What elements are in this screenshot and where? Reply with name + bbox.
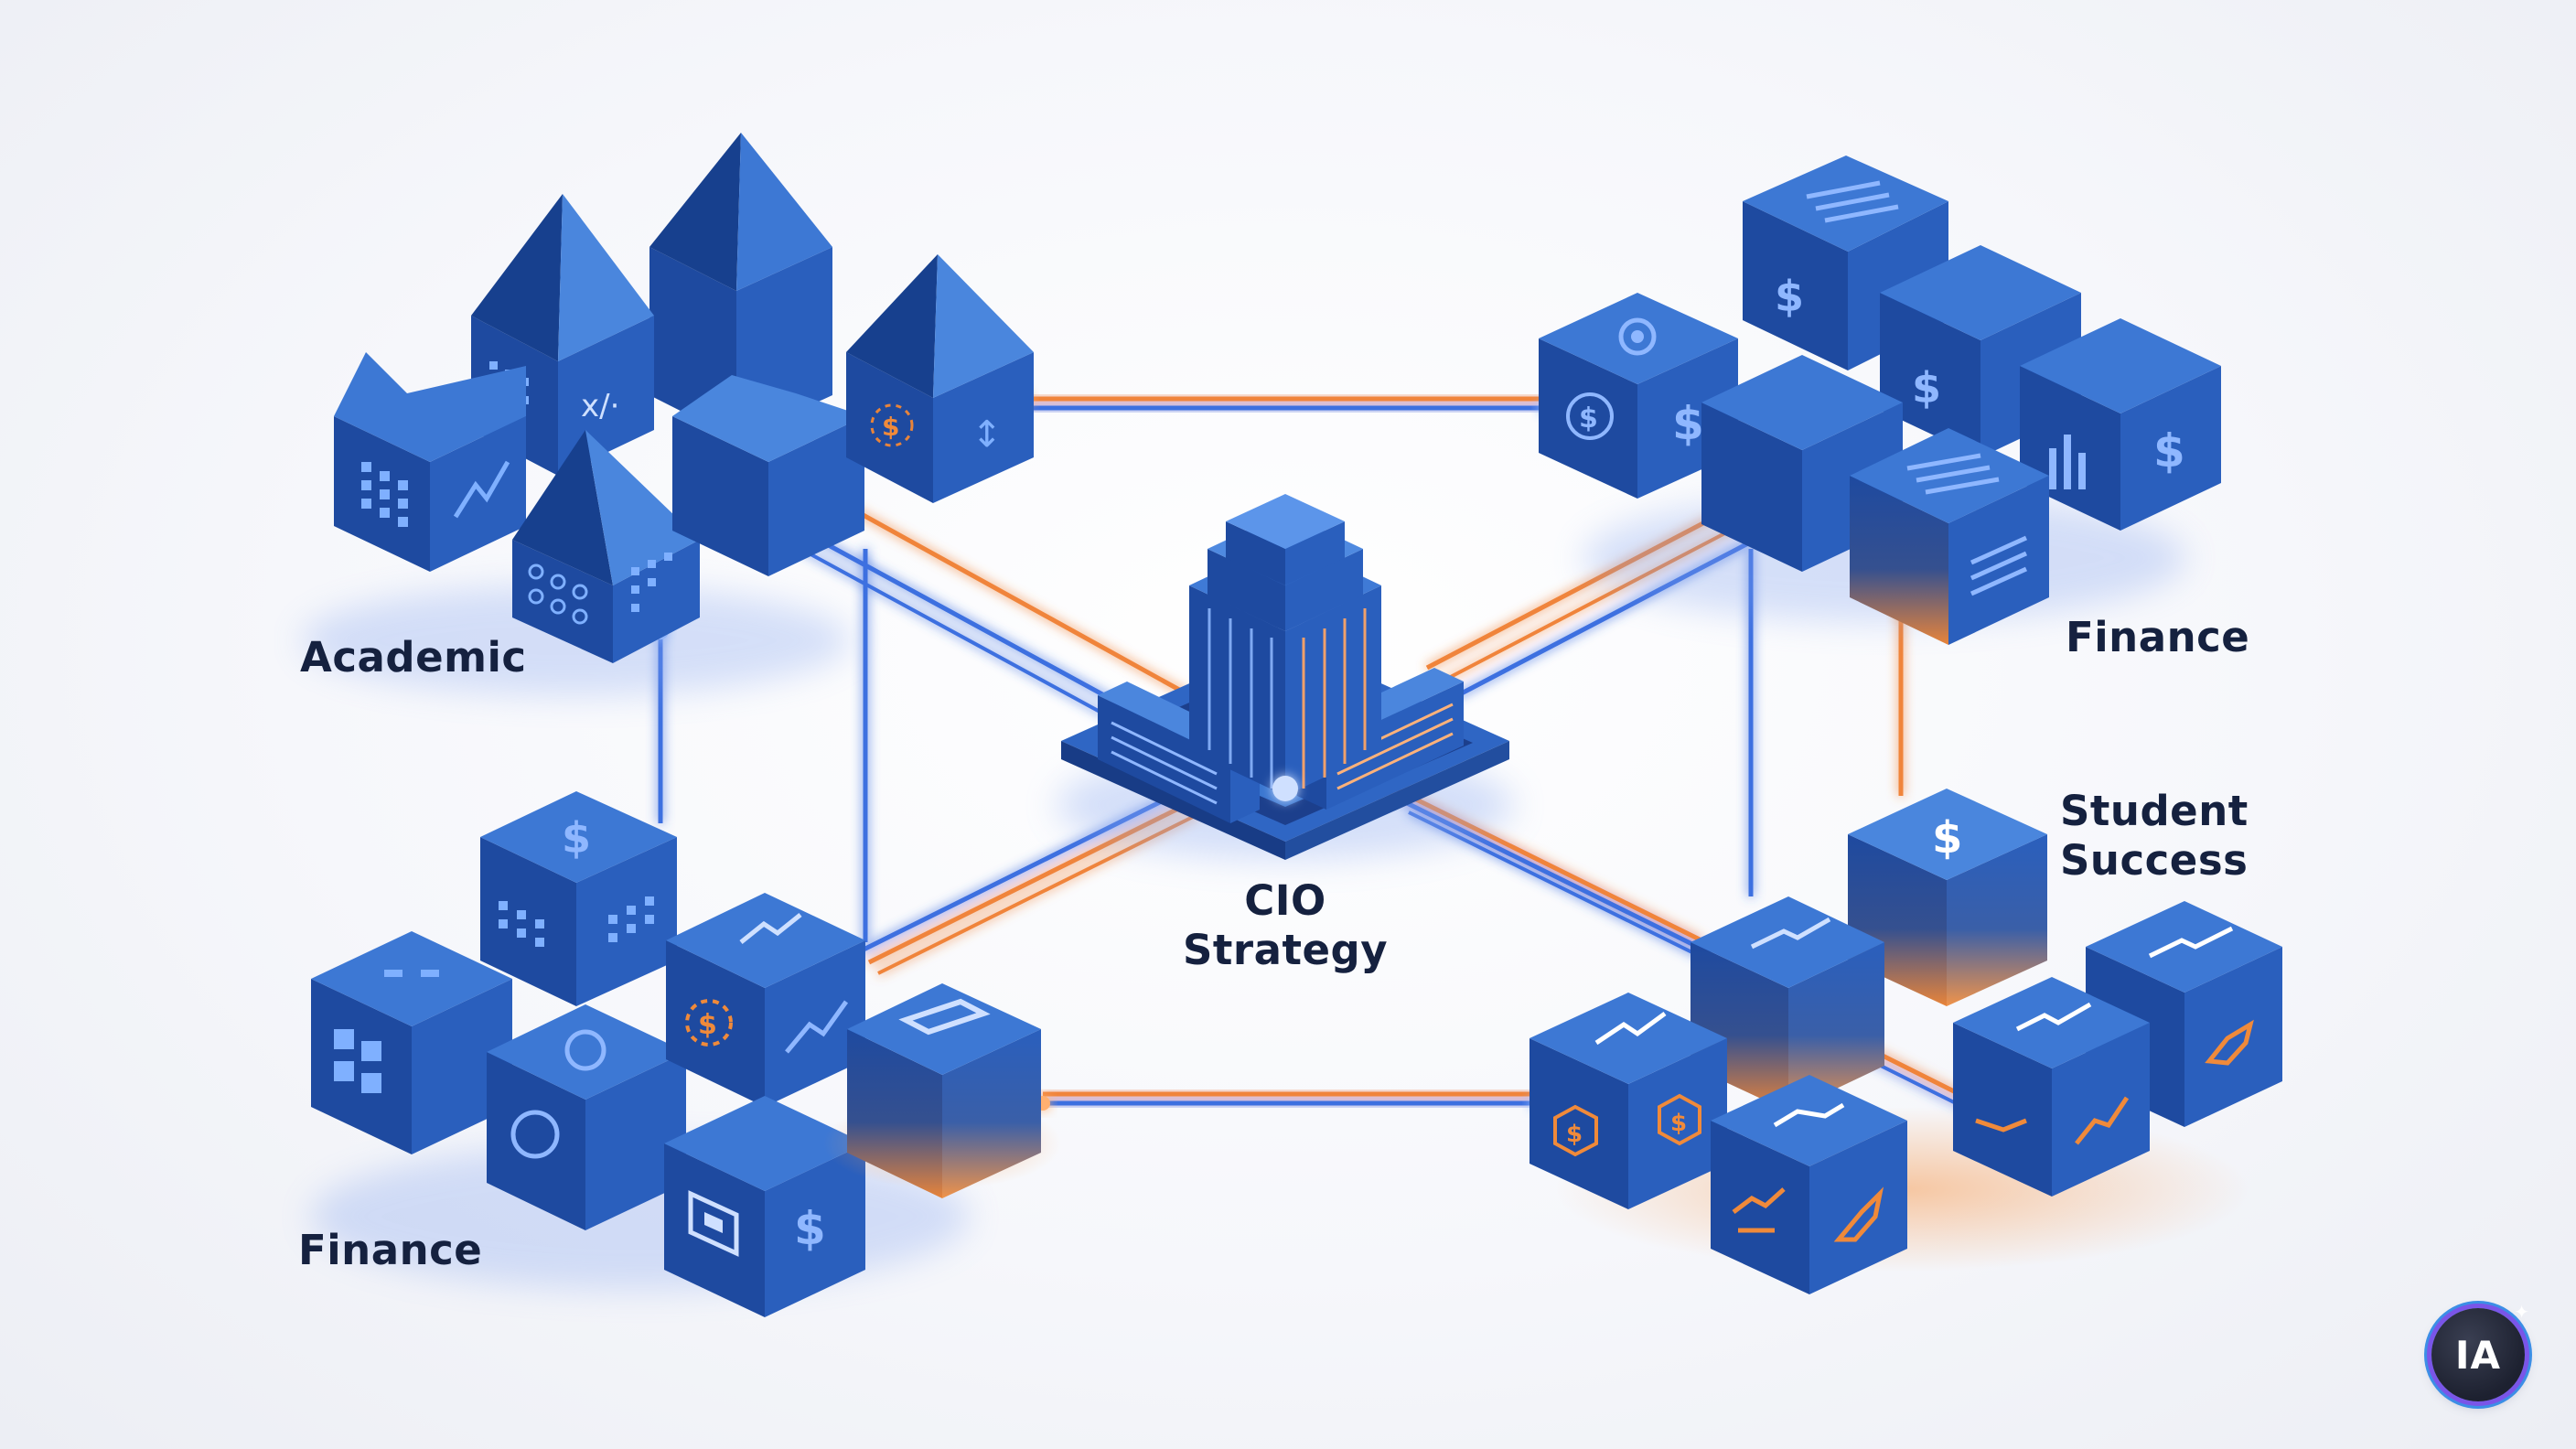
dollar-icon: $	[1553, 1104, 1598, 1157]
finance-bl-cube-mid	[487, 1004, 686, 1230]
arrows-icon	[384, 970, 439, 977]
label-student-success: Student Success	[2060, 787, 2249, 886]
finance-bl-cube-front: $	[664, 1096, 865, 1317]
academic-tower-front	[512, 430, 700, 663]
bar-chart-icon	[2049, 435, 2086, 489]
trend-up-icon	[2148, 926, 2234, 959]
trend-up-icon	[739, 913, 802, 944]
svg-text:$: $	[1670, 1110, 1687, 1137]
dollar-icon: $	[1672, 397, 1704, 450]
trend-up-icon	[2015, 1002, 2092, 1032]
document-lines-icon	[1906, 453, 2000, 495]
dollar-icon: $	[1566, 392, 1614, 440]
connector-bottom	[1043, 1091, 1537, 1106]
label-finance-bottom-left: Finance	[298, 1226, 483, 1274]
label-cio: CIO	[1244, 876, 1326, 925]
svg-text:$: $	[882, 412, 899, 442]
window-icon	[688, 1190, 739, 1257]
dollar-icon: $	[870, 403, 914, 447]
bar-grid-icon	[361, 462, 408, 527]
ia-logo-text: IA	[2454, 1332, 2502, 1378]
finance-cube-front	[1850, 428, 2049, 645]
academic-block-front-left	[334, 352, 526, 572]
hand-coin-icon	[2205, 1019, 2254, 1066]
dollar-icon: $	[1912, 363, 1941, 413]
student-cube-hands-front	[1711, 1075, 1907, 1294]
label-academic: Academic	[300, 633, 527, 682]
window-icon	[334, 1029, 381, 1093]
hand-coin-icon	[1975, 1118, 2027, 1132]
bar-grid-icon	[631, 553, 672, 612]
label-strategy: Strategy	[1182, 926, 1389, 974]
dollar-icon	[510, 1110, 560, 1159]
arrows-icon: ↕	[971, 413, 1003, 456]
connector-center-upper-left	[793, 500, 1191, 737]
sparkle-icon: ✦	[2514, 1301, 2530, 1323]
document-lines-icon	[1806, 180, 1899, 223]
label-student-success-line2: Success	[2060, 836, 2249, 885]
cio-strategy-hub	[1057, 494, 1514, 860]
dollar-icon: $	[2153, 424, 2185, 478]
student-cube-coins: $ $	[1530, 993, 1727, 1209]
dollar-icon: $	[794, 1202, 826, 1255]
label-student-success-line1: Student	[2060, 787, 2249, 835]
dollar-icon: $	[562, 813, 591, 863]
gear-icon	[564, 1029, 606, 1071]
ia-logo-badge: IA ✦	[2431, 1301, 2529, 1401]
gear-icon	[528, 564, 588, 625]
svg-text:$: $	[1566, 1121, 1583, 1148]
student-success-cluster: $ $ $	[1530, 789, 2282, 1294]
label-cio-strategy: CIO Strategy	[1171, 876, 1400, 975]
finance-bl-cube-back: $	[480, 791, 677, 1006]
student-cube-trend-back	[1690, 896, 1884, 1111]
finance-bottom-cluster: $	[311, 791, 1061, 1317]
hand-chart-icon	[2075, 1096, 2130, 1145]
connector-top	[1025, 396, 1546, 411]
gear-icon	[1618, 317, 1657, 356]
trend-up-icon	[453, 460, 510, 519]
trend-up-icon	[1594, 1011, 1667, 1046]
dollar-icon: $	[1932, 812, 1962, 864]
dollar-icon: $	[685, 999, 733, 1046]
academic-cluster: x/·	[302, 133, 1034, 695]
svg-text:$: $	[1579, 402, 1598, 435]
academic-tower-far-right: $ ↕	[846, 254, 1034, 503]
formula-icon: x/·	[581, 388, 619, 424]
finance-bl-cube-left	[311, 931, 512, 1154]
svg-text:$: $	[698, 1009, 717, 1041]
finance-bl-cube-orange	[823, 983, 1061, 1198]
hand-coin-icon	[1833, 1186, 1884, 1242]
document-lines-icon	[1970, 535, 2028, 596]
hand-coin-icon	[1773, 1102, 1845, 1128]
academic-block-right	[672, 375, 864, 576]
trend-up-icon	[785, 1000, 849, 1054]
bar-grid-icon	[499, 896, 654, 947]
hand-chart-icon	[1732, 1187, 1786, 1233]
trend-up-icon	[1750, 917, 1831, 950]
dollar-icon: $	[1775, 272, 1804, 321]
finance-top-cluster: $ $ $ $	[1539, 156, 2221, 645]
dollar-icon: $	[1658, 1093, 1701, 1146]
student-cube-dollar: $	[1848, 789, 2047, 1006]
label-finance-top-right: Finance	[2066, 613, 2250, 661]
student-cube-hands-right	[1953, 977, 2150, 1197]
finance-bl-cube-chart: $	[666, 893, 865, 1107]
